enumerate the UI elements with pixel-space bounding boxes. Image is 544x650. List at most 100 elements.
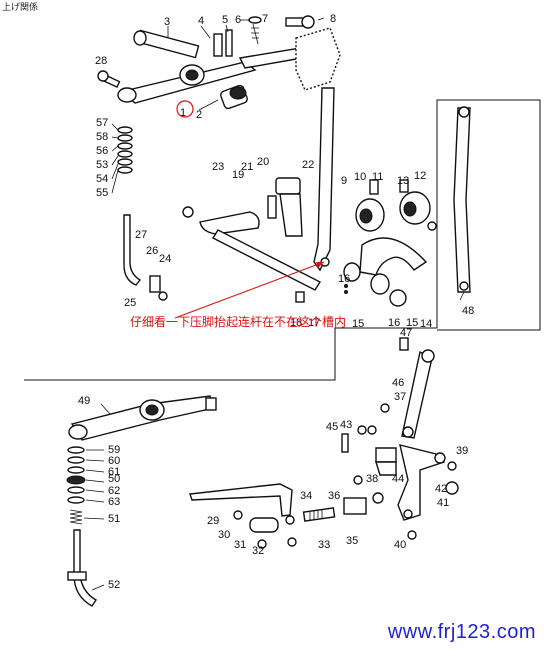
screw-28	[97, 70, 121, 89]
callout-31: 31	[234, 539, 246, 551]
link-19-20-21	[199, 177, 303, 237]
callout-34: 34	[300, 490, 312, 502]
callout-36: 36	[328, 490, 340, 502]
lift-lever-arm-1	[117, 47, 303, 104]
spring-51	[69, 509, 83, 525]
callout-29: 29	[207, 515, 219, 527]
callout-61: 61	[108, 466, 120, 478]
callout-17: 17	[308, 317, 320, 329]
callout-27: 27	[135, 229, 147, 241]
roller-15-16	[343, 262, 407, 307]
callout-6: 6	[235, 14, 241, 26]
collar-12-13	[399, 179, 437, 231]
callout-24: 24	[159, 253, 171, 265]
shaft-34-35-36	[302, 492, 384, 522]
callout-63: 63	[108, 496, 120, 508]
callout-25: 25	[124, 297, 136, 309]
callout-9: 9	[341, 175, 347, 187]
lever-41-42	[397, 444, 459, 521]
callout-21: 21	[241, 161, 253, 173]
callout-33: 33	[318, 539, 330, 551]
annotation-arrow	[174, 261, 325, 319]
callout-26: 26	[146, 245, 158, 257]
shaft-17-18	[212, 229, 321, 303]
callout-22: 22	[302, 159, 314, 171]
callout-10: 10	[354, 171, 366, 183]
lift-rod-27	[123, 214, 142, 286]
bracket-44	[375, 447, 397, 476]
leader-lines	[83, 17, 465, 591]
stud-30-31-32-33	[233, 510, 297, 549]
callout-54: 54	[96, 173, 108, 185]
callout-15b: 15	[406, 317, 418, 329]
callout-57: 57	[96, 117, 108, 129]
callout-32: 32	[252, 545, 264, 557]
callout-43: 43	[340, 419, 352, 431]
cam-14	[359, 237, 428, 276]
annotation-note: 仔细看一下压脚抬起连杆在不在这个槽内	[130, 315, 347, 329]
highlight-circle	[176, 100, 194, 118]
callout-52: 52	[108, 579, 120, 591]
callout-60: 60	[108, 455, 120, 467]
callout-15a: 15	[352, 318, 364, 330]
callout-55: 55	[96, 187, 108, 199]
callout-56: 56	[96, 145, 108, 157]
callout-14: 14	[420, 318, 432, 330]
lever-22-9	[313, 87, 335, 272]
frame-casting-top	[295, 27, 341, 91]
callout-59: 59	[108, 444, 120, 456]
callout-16a: 16	[388, 317, 400, 329]
callout-23: 23	[212, 161, 224, 173]
callout-3: 3	[164, 16, 170, 28]
callout-11: 11	[372, 171, 383, 183]
callout-5: 5	[222, 14, 228, 26]
section-frames	[24, 99, 541, 381]
callout-1: 1	[180, 107, 186, 119]
callout-28: 28	[95, 55, 107, 67]
callout-39: 39	[456, 445, 468, 457]
shaft-3	[133, 29, 200, 59]
washer-stack-50-63	[66, 446, 86, 504]
callout-7: 7	[262, 13, 268, 25]
callout-41: 41	[437, 497, 449, 509]
watermark-url: www.frj123.com	[387, 621, 536, 643]
plate-29	[189, 483, 293, 517]
callout-50: 50	[108, 473, 120, 485]
page-title: 上げ関係	[2, 3, 39, 13]
callout-40: 40	[394, 539, 406, 551]
callout-19: 19	[232, 169, 244, 181]
screw-23	[182, 206, 194, 218]
callout-8: 8	[330, 13, 336, 25]
rod-52	[67, 529, 97, 607]
callout-4: 4	[198, 15, 204, 27]
callout-12: 12	[414, 170, 426, 182]
stud-4-5-6	[213, 16, 262, 57]
callout-62: 62	[108, 485, 120, 497]
callout-38: 38	[366, 473, 378, 485]
bushing-2	[220, 84, 248, 110]
callout-16b: 16	[338, 273, 350, 285]
screw-43-45	[341, 425, 377, 453]
lever-49	[68, 395, 217, 441]
callout-53: 53	[96, 159, 108, 171]
washer-stack-53-58	[117, 126, 133, 174]
callout-44: 44	[392, 473, 404, 485]
callout-30: 30	[218, 529, 230, 541]
callout-42: 42	[435, 483, 447, 495]
callout-37: 37	[394, 391, 406, 403]
callout-35: 35	[346, 535, 358, 547]
screw-37-38-39-40	[353, 403, 457, 540]
screw-8	[285, 15, 315, 29]
link-48	[453, 106, 471, 293]
callout-47: 47	[400, 327, 412, 339]
callout-numbers: 1 2 3 4 5 6 7 8 9 10 11 12 13 14 15 15 1…	[78, 13, 474, 591]
callout-48: 48	[462, 305, 474, 317]
callout-45: 45	[326, 421, 338, 433]
callout-2: 2	[196, 109, 202, 121]
callout-20: 20	[257, 156, 269, 168]
callout-46: 46	[392, 377, 404, 389]
callout-58: 58	[96, 131, 108, 143]
callout-13: 13	[397, 175, 409, 187]
